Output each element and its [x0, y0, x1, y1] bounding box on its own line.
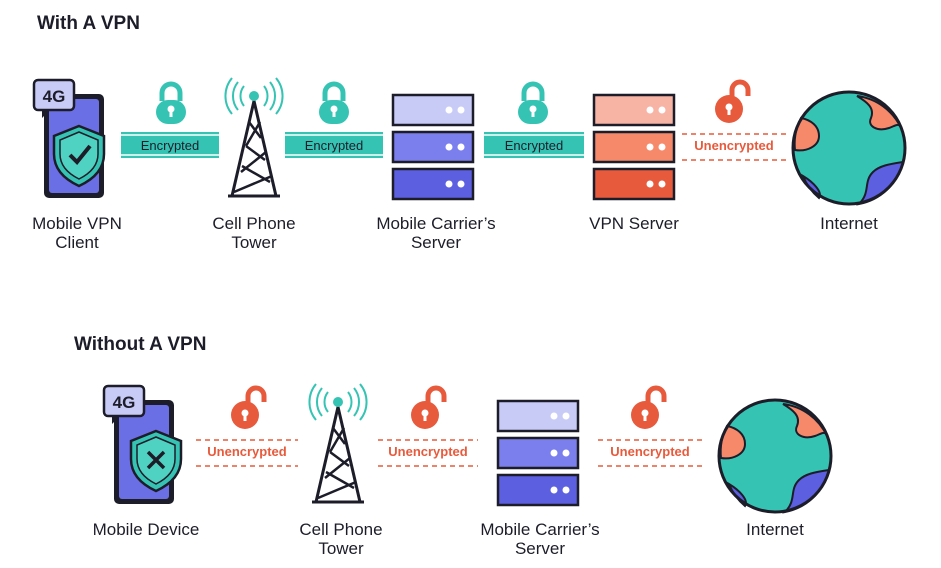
encrypted-tunnel [285, 132, 383, 158]
cell-tower-icon [223, 76, 285, 198]
unencrypted-label: Unencrypted [207, 444, 287, 459]
node-label-cell-phone-tower: Cell Phone Tower [281, 520, 401, 558]
encrypted-tunnel [484, 132, 584, 158]
label-line: Tower [318, 539, 364, 558]
unencrypted-link [378, 439, 478, 467]
globe-icon [791, 90, 907, 206]
label-line: Cell Phone [212, 214, 296, 233]
node-label-cell-phone-tower: Cell Phone Tower [194, 214, 314, 252]
encrypted-label: Encrypted [140, 138, 200, 153]
label-line: Cell Phone [299, 520, 383, 539]
section-title-without-vpn: Without A VPN [74, 334, 207, 355]
node-label-mobile-vpn-client: Mobile VPN Client [17, 214, 137, 252]
encrypted-label: Encrypted [304, 138, 364, 153]
unencrypted-link [196, 439, 298, 467]
label-line: Internet [746, 520, 804, 539]
unlocked-padlock-icon [411, 388, 444, 429]
unlocked-padlock-icon [715, 82, 748, 123]
shield-check-icon [52, 124, 106, 188]
label-line: Server [410, 233, 462, 252]
label-line: VPN Server [589, 214, 679, 233]
node-label-mobile-device: Mobile Device [79, 520, 213, 539]
server-icon [496, 399, 580, 507]
unencrypted-label: Unencrypted [610, 444, 690, 459]
badge-4g-icon: 4G [102, 384, 146, 424]
badge-4g-icon: 4G [32, 78, 76, 118]
label-line: Mobile Carrier’s [480, 520, 600, 539]
unencrypted-label: Unencrypted [694, 138, 774, 153]
locked-padlock-icon [156, 84, 186, 124]
vpn-server-icon [592, 93, 676, 201]
unlocked-padlock-icon [631, 388, 664, 429]
label-line: Mobile VPN [32, 214, 122, 233]
node-label-internet: Internet [789, 214, 909, 233]
node-label-vpn-server: VPN Server [574, 214, 694, 233]
label-line: Mobile Carrier’s [376, 214, 496, 233]
badge-4g-text: 4G [113, 393, 136, 412]
section-title-with-vpn: With A VPN [37, 13, 140, 34]
unlocked-padlock-icon [231, 388, 264, 429]
node-label-internet: Internet [715, 520, 835, 539]
encrypted-tunnel [121, 132, 219, 158]
badge-4g-text: 4G [43, 87, 66, 106]
label-line: Client [55, 233, 99, 252]
node-label-mobile-carrier-server: Mobile Carrier’s Server [467, 520, 613, 558]
label-line: Internet [820, 214, 878, 233]
server-icon [391, 93, 475, 201]
locked-padlock-icon [518, 84, 548, 124]
globe-icon [717, 398, 833, 514]
encrypted-label: Encrypted [504, 138, 564, 153]
shield-x-icon [129, 429, 183, 493]
label-line: Mobile Device [92, 520, 200, 539]
label-line: Server [514, 539, 566, 558]
node-label-mobile-carrier-server: Mobile Carrier’s Server [363, 214, 509, 252]
cell-tower-icon [307, 382, 369, 504]
locked-padlock-icon [319, 84, 349, 124]
unencrypted-label: Unencrypted [388, 444, 468, 459]
label-line: Tower [231, 233, 277, 252]
